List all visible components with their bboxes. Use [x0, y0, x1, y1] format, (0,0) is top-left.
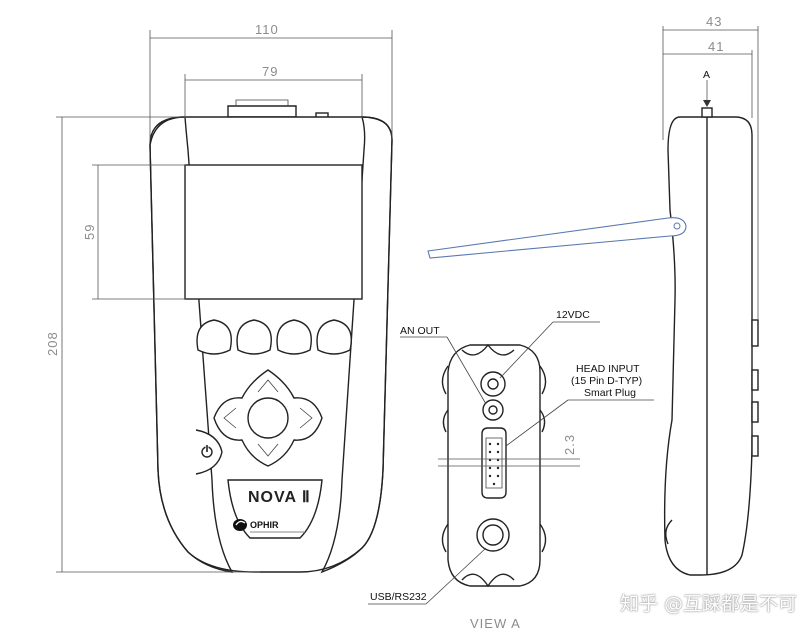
dim-59-label: 59: [82, 224, 97, 240]
soft-key-2: [236, 319, 272, 355]
usb-port-inner: [482, 524, 504, 546]
soft-key-3: [276, 319, 312, 355]
dpad-center-button: [247, 397, 289, 439]
dim-41-label: 41: [708, 39, 724, 54]
d-sub-pins: [488, 442, 500, 486]
brand-logo: OPHIR: [233, 519, 305, 533]
side-button-4: [751, 435, 759, 457]
dim-208-label: 208: [45, 331, 60, 356]
view-a: 2.3 AN OUT 12VDC HEAD INPUT (15 Pin D-TY…: [368, 309, 654, 631]
callout-12vdc: 12VDC: [556, 309, 590, 321]
dimension-208: 208: [45, 116, 260, 573]
d-sub-connector: [481, 427, 507, 499]
dimension-59: 59: [82, 164, 186, 300]
soft-key-4: [316, 319, 352, 355]
display-screen: [184, 164, 363, 300]
brand-logo-text: OPHIR: [250, 520, 279, 530]
analog-out-inner: [488, 405, 498, 415]
side-body: [663, 116, 753, 576]
power-icon: [201, 444, 213, 458]
callout-an-out: AN OUT: [400, 325, 440, 337]
top-connector: [227, 105, 297, 118]
callout-head-input-1: HEAD INPUT: [576, 363, 640, 375]
left-grip: [149, 116, 234, 573]
front-view: NOVA Ⅱ OPHIR: [149, 99, 393, 574]
side-button-2: [751, 369, 759, 391]
power-button-housing: [195, 429, 223, 475]
dimension-79: 79: [184, 64, 363, 118]
dim-43-label: 43: [706, 14, 722, 29]
kickstand: [427, 217, 687, 259]
section-a-marker: A: [703, 69, 710, 81]
model-name: NOVA Ⅱ: [248, 489, 311, 506]
side-view: 43 41 A: [427, 14, 759, 576]
watermark-text: 知乎 @互踩都是不可: [619, 593, 797, 615]
dc-jack-inner: [487, 378, 499, 390]
dim-79-label: 79: [262, 64, 278, 79]
side-top-connector: [701, 107, 713, 118]
dim-110-label: 110: [255, 22, 279, 37]
callout-head-input-3: Smart Plug: [584, 387, 636, 399]
label-plate: [227, 479, 323, 539]
side-button-3: [751, 401, 759, 423]
dimension-110: 110: [149, 22, 393, 140]
soft-key-1: [196, 319, 232, 355]
callout-usb-rs232: USB/RS232: [370, 591, 427, 603]
side-button-1: [751, 319, 759, 347]
view-a-caption: VIEW A: [470, 616, 521, 631]
callout-head-input-2: (15 Pin D-TYP): [571, 375, 642, 387]
dim-2-3-label: 2.3: [562, 434, 577, 455]
